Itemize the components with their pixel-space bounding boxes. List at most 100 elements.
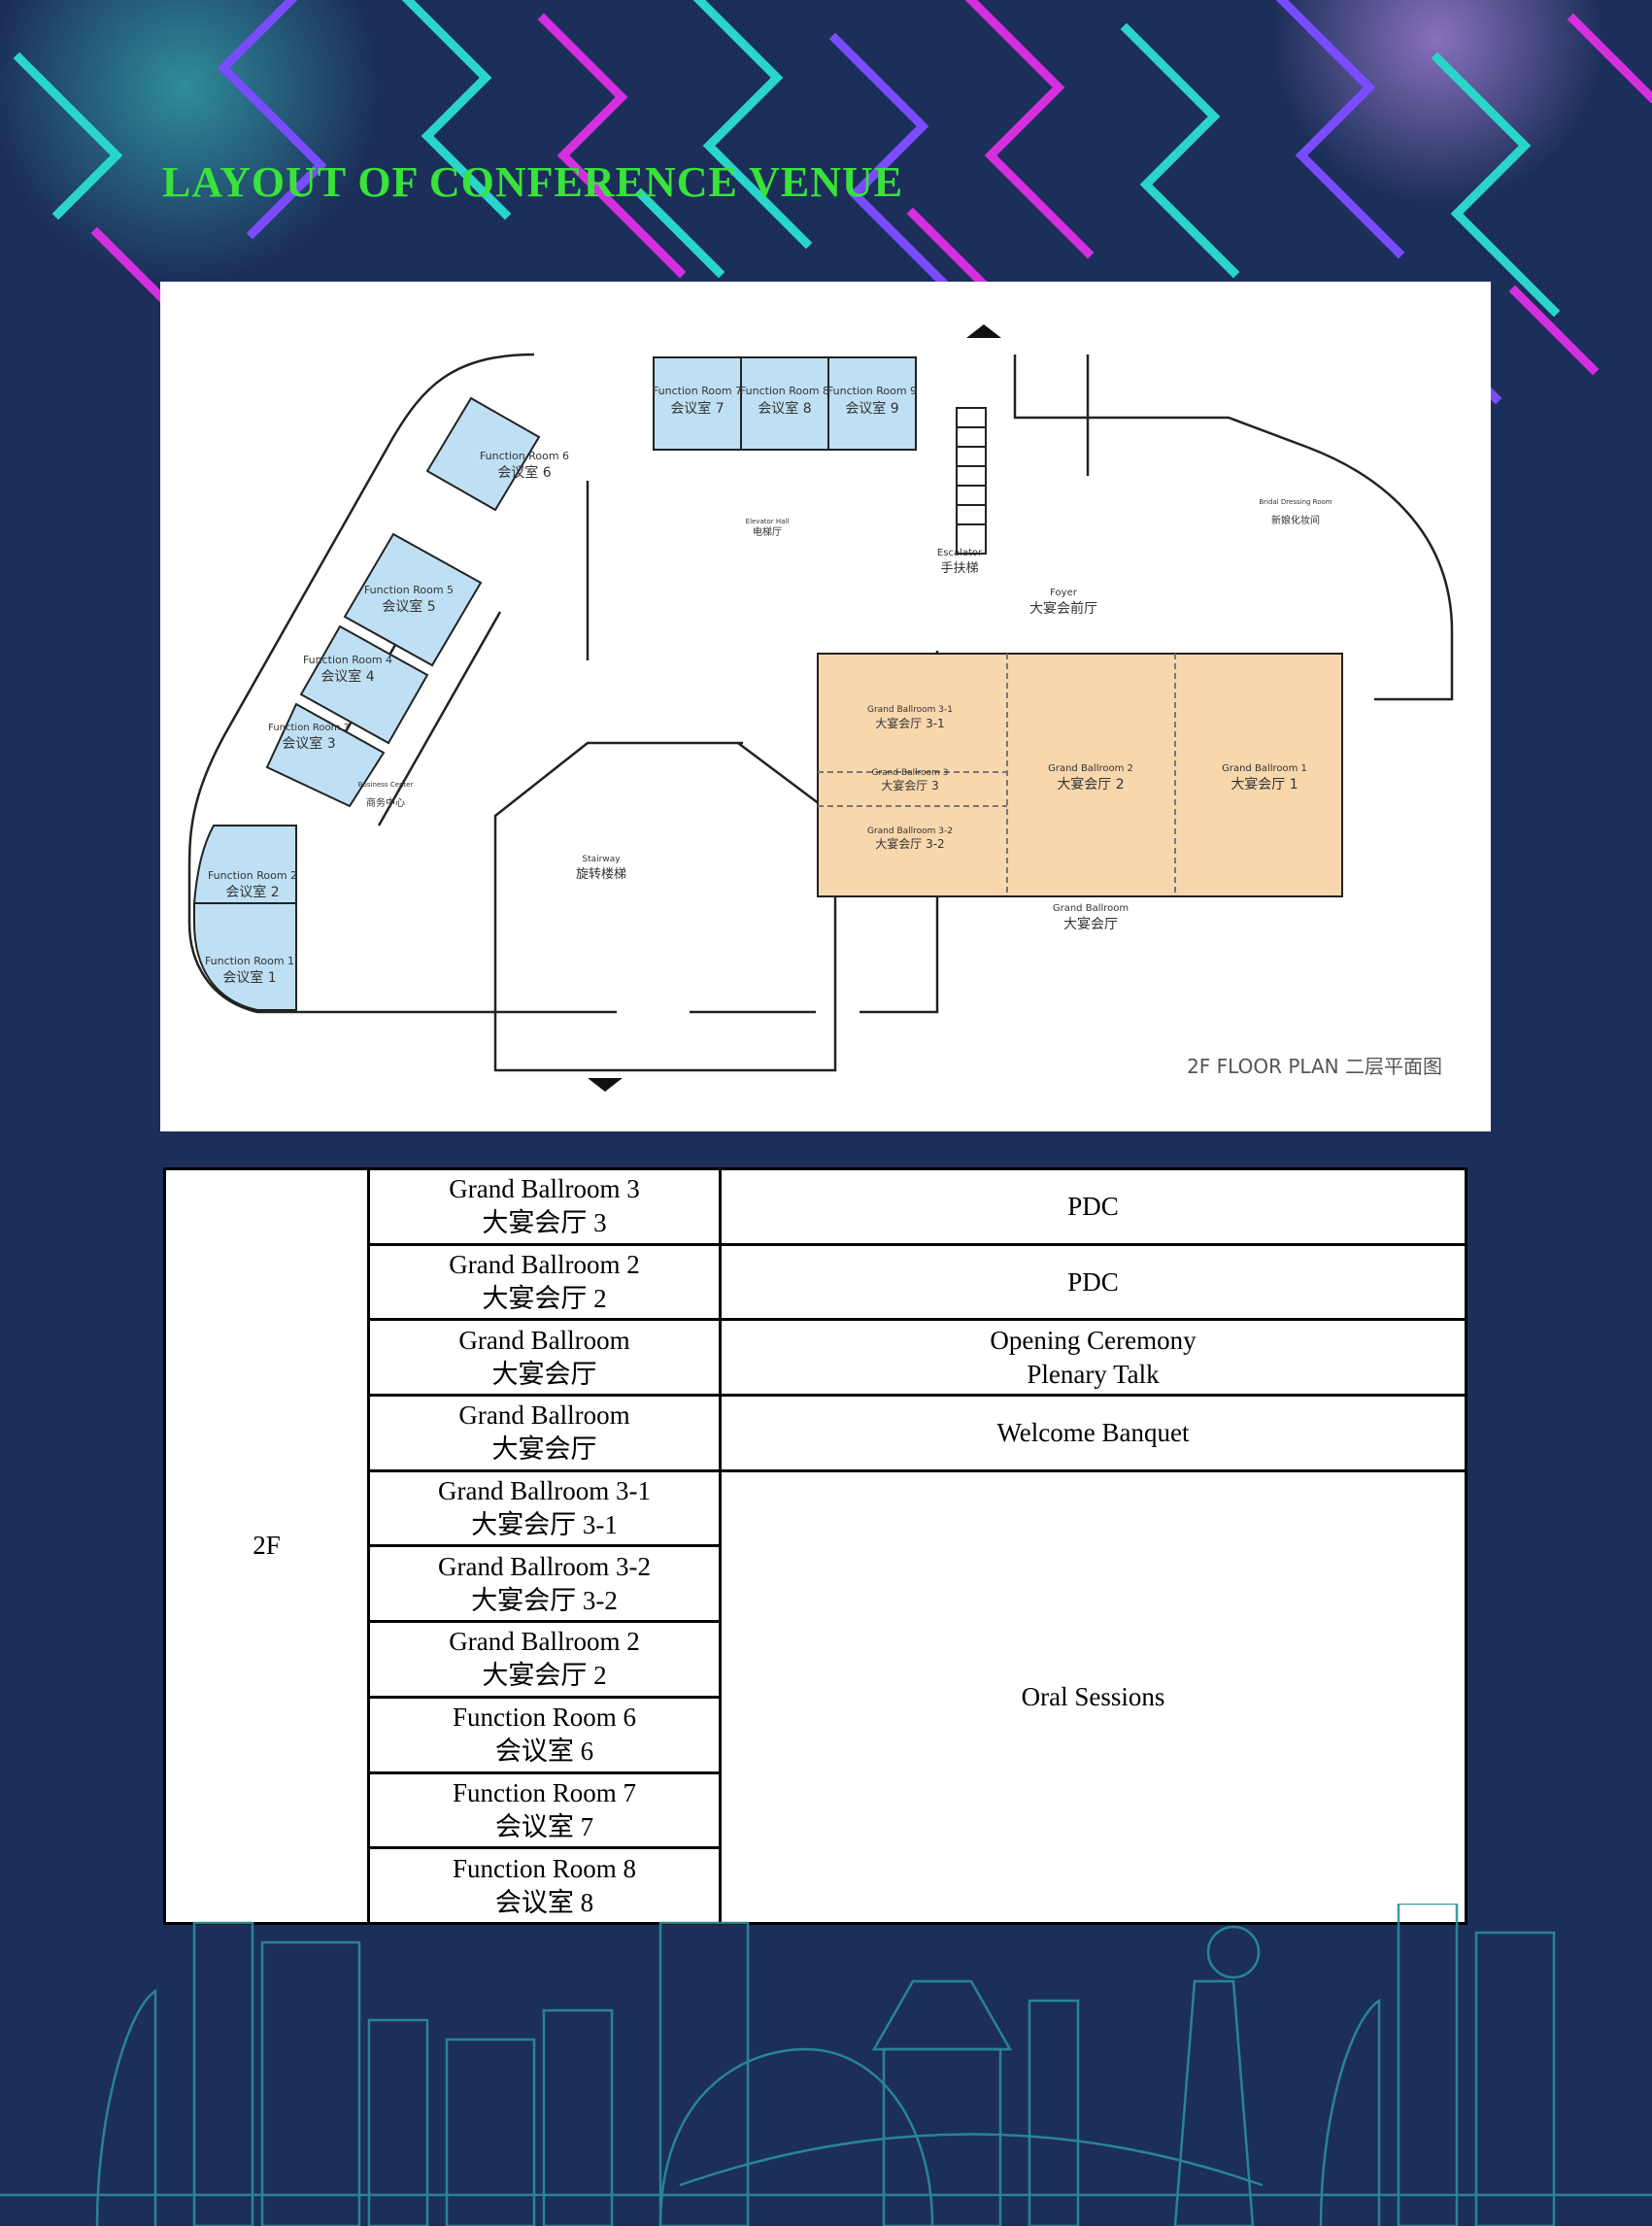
elevator-hall-en: Elevator Hall bbox=[746, 518, 790, 525]
room-6-zh: 会议室 6 bbox=[497, 464, 551, 481]
venue-en: Grand Ballroom 2 bbox=[449, 1627, 640, 1657]
room-3-en: Function Room 3 bbox=[268, 723, 350, 733]
foyer-zh: 大宴会前厅 bbox=[1029, 600, 1097, 617]
venue-zh: 大宴会厅 3-2 bbox=[471, 1585, 618, 1615]
elevator-hall-zh: 电梯厅 bbox=[753, 525, 782, 538]
venue-cell: Function Room 7 会议室 7 bbox=[367, 1771, 722, 1850]
bridal-room-zh: 新娘化妆间 bbox=[1271, 514, 1320, 526]
room-4-zh: 会议室 4 bbox=[320, 668, 374, 685]
venue-cell: Grand Ballroom 2 大宴会厅 2 bbox=[367, 1242, 722, 1322]
entrance-arrow-top bbox=[966, 324, 1001, 338]
event-line: Plenary Talk bbox=[1027, 1359, 1160, 1389]
room-2-en: Function Room 2 bbox=[208, 869, 297, 882]
venue-cell: Function Room 8 会议室 8 bbox=[367, 1846, 722, 1925]
floor-plan-panel: Function Room 7 会议室 7 Function Room 8 会议… bbox=[160, 282, 1491, 1131]
function-room-5 bbox=[343, 532, 483, 667]
venue-zh: 会议室 6 bbox=[494, 1737, 594, 1767]
table-row: Grand Ballroom 3-2 大宴会厅 3-2 bbox=[165, 1544, 1467, 1624]
function-room-8 bbox=[740, 356, 829, 451]
table-row: Function Room 7 会议室 7 bbox=[165, 1771, 1467, 1850]
grand-ballroom-zh: 大宴会厅 bbox=[1063, 916, 1118, 932]
venue-en: Grand Ballroom 3-1 bbox=[438, 1476, 651, 1506]
ballroom-1-en: Grand Ballroom 1 bbox=[1222, 763, 1307, 774]
room-1-en: Function Room 1 bbox=[205, 955, 294, 967]
venue-zh: 大宴会厅 3-1 bbox=[471, 1510, 618, 1540]
function-room-3 bbox=[265, 702, 386, 808]
event-cell: Welcome Banquet bbox=[719, 1394, 1467, 1472]
room-7-en: Function Room 7 bbox=[653, 385, 742, 397]
floor-plan-caption: 2F FLOOR PLAN 二层平面图 bbox=[1187, 1055, 1442, 1078]
event-cell: PDC bbox=[719, 1167, 1467, 1246]
venue-en: Grand Ballroom bbox=[458, 1400, 630, 1431]
room-2-zh: 会议室 2 bbox=[225, 884, 279, 900]
escalator bbox=[956, 407, 987, 555]
escalator-zh: 手扶梯 bbox=[940, 561, 978, 576]
venue-en: Function Room 6 bbox=[452, 1703, 636, 1733]
venue-en: Grand Ballroom 3-2 bbox=[438, 1551, 651, 1581]
business-center-zh: 商务中心 bbox=[366, 796, 405, 809]
room-8-en: Function Room 8 bbox=[740, 385, 829, 397]
grand-ballroom-area bbox=[817, 653, 1343, 897]
stairway-zh: 旋转楼梯 bbox=[576, 867, 626, 882]
venue-zh: 会议室 7 bbox=[494, 1811, 594, 1841]
function-rooms-left bbox=[192, 396, 541, 1011]
venue-en: Function Room 8 bbox=[452, 1853, 636, 1883]
venue-zh: 会议室 8 bbox=[494, 1887, 594, 1917]
ballroom-3-en: Grand Ballroom 3 bbox=[871, 768, 948, 778]
room-5-en: Function Room 5 bbox=[364, 584, 454, 596]
room-6-en: Function Room 6 bbox=[480, 450, 569, 462]
room-3-zh: 会议室 3 bbox=[282, 735, 335, 752]
bridal-room-en: Bridal Dressing Room bbox=[1259, 498, 1332, 506]
venue-cell: Grand Ballroom 2 大宴会厅 2 bbox=[367, 1620, 722, 1699]
venue-en: Grand Ballroom 3 bbox=[449, 1174, 640, 1204]
function-room-9 bbox=[827, 356, 917, 451]
grand-ballroom-en: Grand Ballroom bbox=[1053, 903, 1129, 914]
floor-plan-drawing: Function Room 7 会议室 7 Function Room 8 会议… bbox=[187, 324, 1454, 1092]
venue-en: Grand Ballroom bbox=[458, 1325, 630, 1355]
event-line: Opening Ceremony bbox=[990, 1325, 1197, 1355]
venue-cell: Grand Ballroom 3-2 大宴会厅 3-2 bbox=[367, 1544, 722, 1624]
ballroom-1-zh: 大宴会厅 1 bbox=[1231, 776, 1298, 793]
venue-en: Function Room 7 bbox=[452, 1777, 636, 1807]
venue-cell: Grand Ballroom 3-1 大宴会厅 3-1 bbox=[367, 1468, 722, 1548]
table-row: Function Room 8 会议室 8 bbox=[165, 1846, 1467, 1925]
ballroom-3-1-en: Grand Ballroom 3-1 bbox=[867, 705, 953, 715]
venue-zh: 大宴会厅 bbox=[491, 1434, 597, 1465]
ballroom-3-zh: 大宴会厅 3 bbox=[881, 778, 938, 793]
grand-ballroom bbox=[817, 653, 1343, 897]
escalator-en: Escalator bbox=[937, 548, 983, 558]
event-line: Welcome Banquet bbox=[996, 1417, 1190, 1447]
function-room-1 bbox=[193, 902, 297, 1011]
room-7-zh: 会议室 7 bbox=[670, 400, 724, 417]
function-rooms-top bbox=[653, 356, 917, 451]
function-room-4 bbox=[299, 624, 429, 745]
table-row: Grand Ballroom 3-1 大宴会厅 3-1 Oral Sessions bbox=[165, 1468, 1467, 1925]
venue-zh: 大宴会厅 2 bbox=[482, 1661, 607, 1691]
room-9-en: Function Room 9 bbox=[827, 385, 917, 397]
oral-sessions-cell: Oral Sessions bbox=[719, 1468, 1467, 1925]
room-1-zh: 会议室 1 bbox=[222, 969, 276, 986]
table-row: Grand Ballroom 2 大宴会厅 2 bbox=[165, 1620, 1467, 1699]
page-title: LAYOUT OF CONFERENCE VENUE bbox=[162, 158, 904, 206]
venue-zh: 大宴会厅 bbox=[491, 1359, 597, 1389]
venue-cell: Grand Ballroom 大宴会厅 bbox=[367, 1318, 722, 1398]
venue-en: Grand Ballroom 2 bbox=[449, 1250, 640, 1280]
stairway-en: Stairway bbox=[582, 855, 621, 864]
entrance-arrow-bottom bbox=[588, 1078, 623, 1092]
room-5-zh: 会议室 5 bbox=[382, 598, 435, 615]
venue-zh: 大宴会厅 2 bbox=[482, 1284, 607, 1314]
room-8-zh: 会议室 8 bbox=[758, 400, 811, 417]
ballroom-3-2-en: Grand Ballroom 3-2 bbox=[867, 826, 953, 836]
ballroom-3-2-zh: 大宴会厅 3-2 bbox=[875, 836, 944, 851]
skyline-decoration bbox=[0, 1904, 1652, 2226]
event-line: PDC bbox=[1067, 1191, 1119, 1221]
venue-zh: 大宴会厅 3 bbox=[482, 1208, 607, 1238]
ballroom-2-en: Grand Ballroom 2 bbox=[1048, 763, 1133, 774]
